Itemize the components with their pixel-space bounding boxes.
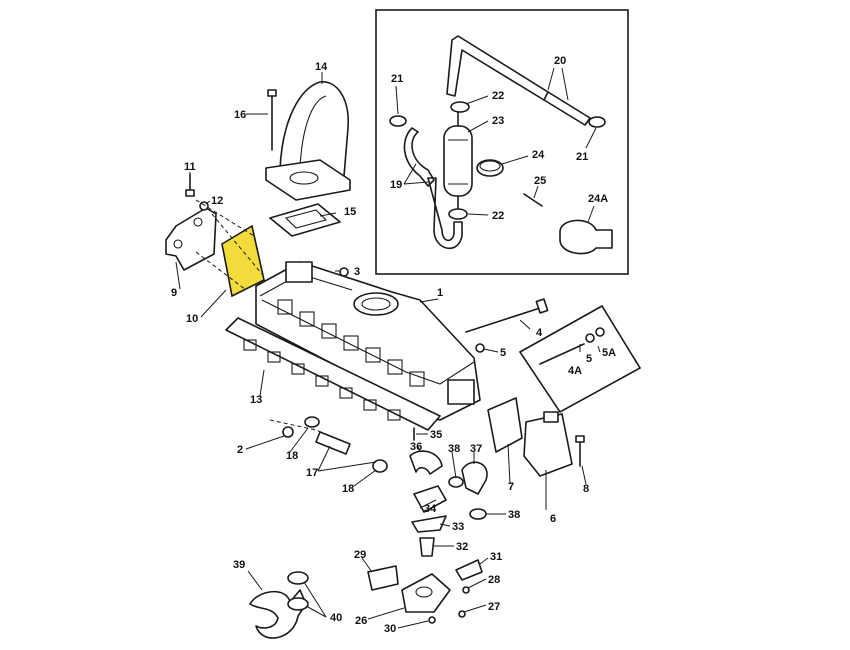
- callout-39: 39: [233, 559, 245, 571]
- callout-21-left: 21: [391, 73, 403, 85]
- callout-16: 16: [234, 109, 246, 121]
- bolt-4: [465, 307, 541, 333]
- plug-27: [458, 610, 466, 618]
- callout-11: 11: [184, 161, 196, 173]
- manifold-gasket-13: [225, 317, 441, 431]
- callout-37: 37: [470, 443, 482, 455]
- callout-21-right: 21: [576, 151, 588, 163]
- fuel-cooler-23: [443, 111, 473, 209]
- callout-13: 13: [250, 394, 262, 406]
- fitting-31: [455, 559, 483, 581]
- clamp-40-upper: [287, 571, 309, 585]
- callout-1: 1: [437, 287, 443, 299]
- callout-17: 17: [306, 467, 318, 479]
- clamp-40-lower: [287, 597, 309, 611]
- gasket-10-highlighted: [221, 224, 265, 298]
- callout-12: 12: [211, 195, 223, 207]
- fitting-34: [413, 485, 447, 513]
- housing-26: [401, 573, 451, 613]
- plug-2: [282, 426, 294, 438]
- hose-19-lower: [427, 177, 463, 250]
- cover-6: [523, 413, 573, 477]
- callout-38-upper: 38: [448, 443, 460, 455]
- callout-30: 30: [384, 623, 396, 635]
- callout-25: 25: [534, 175, 546, 187]
- callout-4: 4: [536, 327, 543, 339]
- callout-15: 15: [344, 206, 356, 218]
- callout-10: 10: [186, 313, 198, 325]
- gasket-29: [367, 565, 399, 591]
- elbow-36: [409, 450, 443, 475]
- callout-29: 29: [354, 549, 366, 561]
- elbow-37: [461, 461, 488, 495]
- callout-36: 36: [410, 441, 422, 453]
- callout-9: 9: [171, 287, 177, 299]
- clamp-22-top: [450, 101, 470, 113]
- bolt-30: [428, 616, 436, 624]
- inset-stud-box: [518, 304, 642, 414]
- callout-5-inset: 5: [586, 353, 592, 365]
- callout-38-lower: 38: [508, 509, 520, 521]
- callout-22-top: 22: [492, 90, 504, 102]
- bracket-24A: [559, 219, 613, 255]
- nut-3: [339, 267, 349, 277]
- bolt-25: [523, 193, 543, 207]
- callout-20: 20: [554, 55, 566, 67]
- callout-18-lower: 18: [342, 483, 354, 495]
- hose-20: [446, 35, 549, 101]
- callout-34: 34: [424, 503, 437, 515]
- gasket-15: [269, 203, 341, 237]
- exhaust-elbow-14: [265, 81, 351, 201]
- exhaust-manifold-1: [255, 261, 481, 421]
- clamp-21-right: [588, 116, 606, 128]
- callout-5a: 5A: [602, 347, 616, 359]
- callout-4a: 4A: [568, 365, 582, 377]
- leader-lines: [175, 67, 601, 629]
- hose-19-upper: [403, 127, 435, 187]
- callout-24: 24: [532, 149, 545, 161]
- callout-23: 23: [492, 115, 504, 127]
- clamp-21-left: [389, 115, 407, 127]
- callout-3: 3: [354, 266, 360, 278]
- callout-18-upper: 18: [286, 450, 298, 462]
- callout-27: 27: [488, 601, 500, 613]
- callout-28: 28: [488, 574, 500, 586]
- clamp-24: [476, 159, 504, 177]
- callout-31: 31: [490, 551, 502, 563]
- hose-18-lower: [372, 459, 388, 473]
- callout-40: 40: [330, 612, 342, 624]
- callout-6: 6: [550, 513, 556, 525]
- callout-35: 35: [430, 429, 442, 441]
- callout-33: 33: [452, 521, 464, 533]
- bracket-33: [411, 515, 447, 533]
- clamp-22-bottom: [448, 208, 468, 220]
- callout-24a: 24A: [588, 193, 608, 205]
- callout-labels: 1 2 3 4 4A 5 5 5A 6 7 8 9 10 11 12 13 14…: [171, 55, 616, 635]
- callout-19: 19: [390, 179, 402, 191]
- callout-32: 32: [456, 541, 468, 553]
- gasket-7: [487, 397, 523, 453]
- callout-5: 5: [500, 347, 506, 359]
- callout-22-bottom: 22: [492, 210, 504, 222]
- plug-28: [462, 586, 470, 594]
- plug-32: [419, 537, 435, 557]
- callout-26: 26: [355, 615, 367, 627]
- clamp-38-upper: [448, 476, 464, 488]
- clamp-38-lower: [469, 508, 487, 520]
- callout-2: 2: [237, 444, 243, 456]
- nut-5: [475, 343, 485, 353]
- hose-18-upper: [304, 416, 320, 428]
- callout-14: 14: [315, 61, 328, 73]
- sleeve-17: [315, 431, 351, 455]
- inset-fuel-cooler-box: [375, 9, 629, 275]
- callout-7: 7: [508, 481, 514, 493]
- cover-plate-9: [165, 207, 217, 271]
- callout-8: 8: [583, 483, 589, 495]
